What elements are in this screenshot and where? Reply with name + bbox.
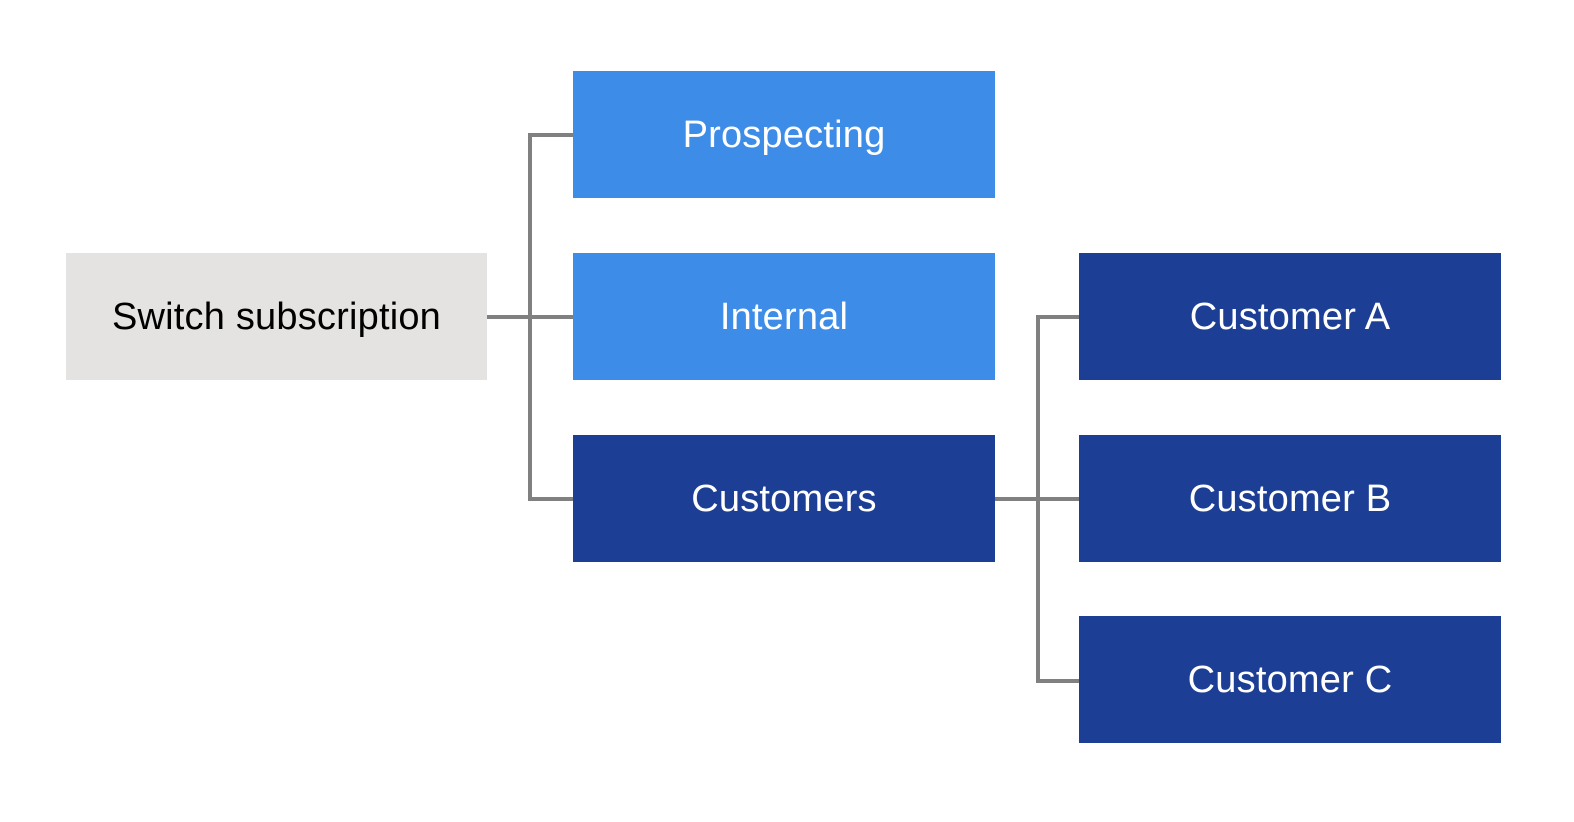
connector-customer-c-branch (1036, 679, 1079, 683)
node-customer-c-label: Customer C (1187, 658, 1393, 701)
node-prospecting-label: Prospecting (682, 113, 886, 156)
connector-customers-branch (528, 497, 573, 501)
node-customers: Customers (573, 435, 995, 562)
node-customer-b-label: Customer B (1188, 477, 1392, 520)
node-internal: Internal (573, 253, 995, 380)
connector-left-vertical (528, 133, 532, 501)
node-customer-b: Customer B (1079, 435, 1501, 562)
connector-right-vertical (1036, 315, 1040, 683)
node-customer-c: Customer C (1079, 616, 1501, 743)
connector-prospecting-branch (528, 133, 573, 137)
node-switch-subscription: Switch subscription (66, 253, 487, 380)
node-switch-subscription-label: Switch subscription (111, 295, 442, 338)
node-prospecting: Prospecting (573, 71, 995, 198)
node-customer-a-label: Customer A (1189, 295, 1391, 338)
node-internal-label: Internal (719, 295, 849, 338)
node-customer-a: Customer A (1079, 253, 1501, 380)
connector-customer-a-branch (1036, 315, 1079, 319)
node-customers-label: Customers (691, 477, 877, 520)
